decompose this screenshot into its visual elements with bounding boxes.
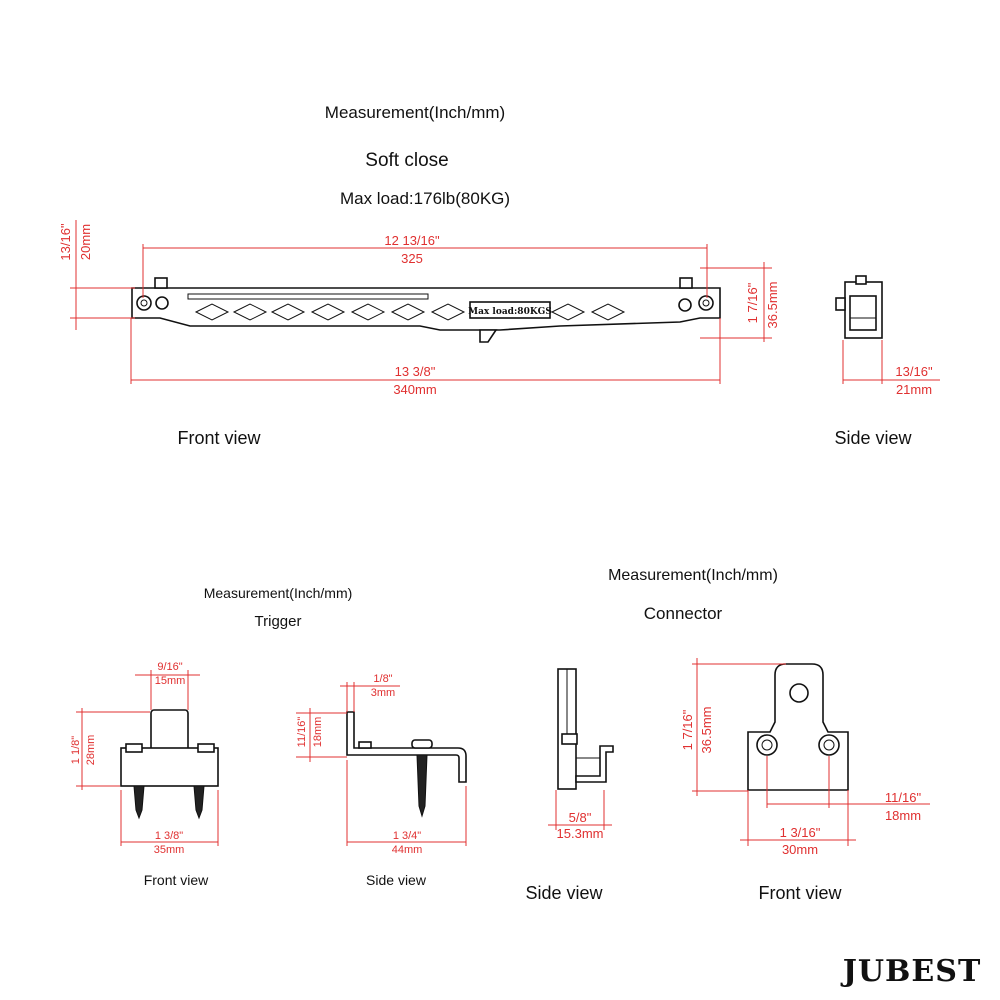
left-bolt-hole — [136, 295, 152, 311]
trigger-front-left-in: 1 1/8" — [70, 736, 82, 764]
connector-front-bottom-mm: 30mm — [782, 842, 818, 857]
side-in: 13/16" — [895, 364, 933, 379]
diamond-pattern — [194, 303, 626, 321]
max-load-plate — [469, 301, 551, 319]
connector-title: Connector — [644, 604, 723, 623]
connector-measurement: Measurement(Inch/mm) — [608, 567, 778, 584]
header-subtitle: Soft close — [365, 150, 448, 171]
main-slot — [187, 293, 429, 300]
main-top-mm: 325 — [401, 251, 423, 266]
header-max-load: Max load:176lb(80KG) — [340, 189, 510, 208]
trigger-side-bottom-mm: 44mm — [392, 844, 423, 856]
trigger-side-view-label: Side view — [366, 872, 427, 888]
trigger-head — [150, 709, 189, 753]
trigger-base — [120, 747, 219, 787]
trigger-side-bracket — [346, 711, 467, 783]
bottom-tab — [479, 329, 498, 343]
left-inner-hole — [155, 296, 169, 310]
main-front-view: Max load:80KGS — [131, 277, 721, 343]
connector-side-view — [557, 668, 614, 790]
connector-front-left-in: 1 7/16" — [680, 709, 695, 750]
connector-right-hole — [818, 734, 840, 756]
side-mm: 21mm — [896, 382, 932, 397]
left-screw-head — [154, 277, 168, 289]
main-top-in: 12 13/16" — [384, 233, 440, 248]
trigger-front-left-mm: 28mm — [85, 735, 97, 766]
main-left-in: 13/16" — [58, 223, 73, 261]
trigger-side-top-in: 1/8" — [373, 673, 392, 685]
connector-side-hook — [575, 745, 614, 783]
trigger-front-dims: 9/16" 15mm 1 1/8" 28mm 1 3/8" 35mm — [70, 661, 219, 856]
main-right-in: 1 7/16" — [745, 282, 760, 323]
connector-left-hole — [756, 734, 778, 756]
main-dim-bottom: 13 3/8" 340mm — [130, 318, 721, 397]
trigger-side-left-in: 11/16" — [296, 717, 308, 748]
connector-plate — [747, 663, 849, 791]
connector-front-hole-in: 11/16" — [885, 790, 922, 805]
right-inner-hole — [678, 298, 692, 312]
trigger-side-left-mm: 18mm — [312, 717, 324, 748]
main-right-mm: 36.5mm — [765, 282, 780, 329]
trigger-side-bottom-in: 1 3/4" — [393, 830, 421, 842]
trigger-side-top-mm: 3mm — [371, 687, 395, 699]
trigger-front-top-mm: 15mm — [155, 675, 186, 687]
main-side-view-label: Side view — [834, 428, 912, 448]
main-dim-left: 13/16" 20mm — [58, 220, 135, 330]
trigger-measurement: Measurement(Inch/mm) — [204, 585, 353, 601]
main-dim-top: 12 13/16" 325 — [142, 233, 708, 298]
header-measurement: Measurement(Inch/mm) — [325, 103, 505, 122]
connector-front-left-mm: 36.5mm — [699, 707, 714, 754]
trigger-front-bottom-in: 1 3/8" — [155, 830, 183, 842]
trigger-screw-right — [193, 785, 205, 820]
connector-top-hole — [789, 683, 809, 703]
trigger-front-view-label: Front view — [144, 872, 209, 888]
side-dim: 13/16" 21mm — [842, 340, 940, 397]
max-load-plate-text: Max load:80KGS — [468, 307, 552, 317]
trigger-front-bottom-mm: 35mm — [154, 844, 185, 856]
connector-side-in: 5/8" — [569, 810, 592, 825]
trigger-front-top-in: 9/16" — [157, 661, 182, 673]
main-bottom-mm: 340mm — [393, 382, 436, 397]
connector-front-dims: 1 7/16" 36.5mm 11/16" 18mm 1 3/16" 30mm — [680, 658, 930, 857]
right-bolt-hole — [698, 295, 714, 311]
connector-front-hole-mm: 18mm — [885, 808, 921, 823]
main-left-mm: 20mm — [78, 224, 93, 260]
connector-front-bottom-in: 1 3/16" — [780, 825, 821, 840]
connector-side-dims: 5/8" 15.3mm — [548, 790, 612, 841]
trigger-screw-left — [133, 785, 145, 820]
connector-side-view-label: Side view — [525, 883, 603, 903]
brand-logo: JUBEST — [840, 954, 982, 989]
main-bottom-in: 13 3/8" — [395, 364, 436, 379]
trigger-side-screw — [416, 754, 428, 818]
main-dim-right: 1 7/16" 36.5mm — [700, 262, 780, 342]
trigger-side-view — [346, 711, 467, 818]
right-screw-head — [679, 277, 693, 289]
connector-side-mm: 15.3mm — [557, 826, 604, 841]
trigger-title: Trigger — [255, 613, 302, 630]
trigger-side-dims: 1/8" 3mm 11/16" 18mm 1 3/4" 44mm — [296, 673, 467, 856]
main-side-view — [835, 275, 883, 339]
main-front-view-label: Front view — [177, 428, 261, 448]
connector-front-view — [747, 663, 849, 791]
connector-front-view-label: Front view — [758, 883, 842, 903]
trigger-front-view — [120, 709, 219, 820]
